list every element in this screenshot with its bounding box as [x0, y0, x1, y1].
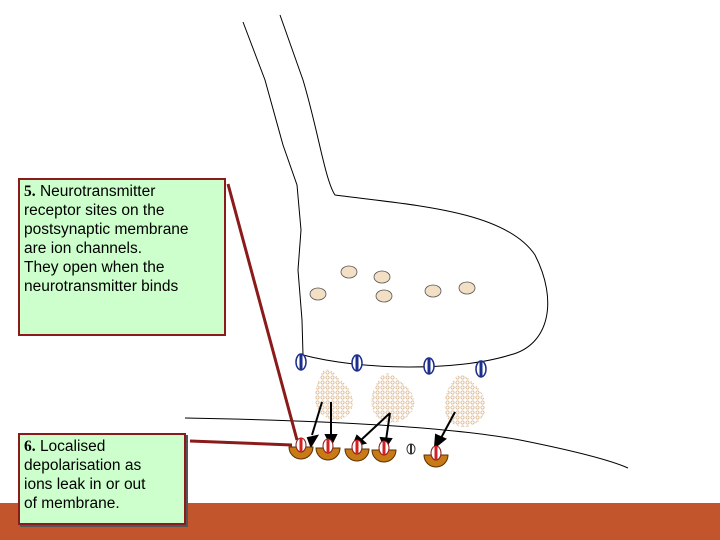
callout-number: 5. — [24, 183, 36, 200]
callout-text-line: postsynaptic membrane — [24, 221, 189, 238]
vesicle — [459, 282, 475, 294]
callout-text-line: are ion channels. — [24, 240, 142, 257]
closed-channel — [407, 444, 415, 454]
neurotransmitter-clouds — [315, 369, 486, 427]
callout-text-line: depolarisation as — [24, 457, 141, 474]
callout-number: 6. — [24, 438, 36, 455]
vesicle — [310, 288, 326, 300]
arrow-head — [435, 435, 445, 447]
receptor-channel — [424, 446, 448, 467]
presynaptic-terminal-outline — [243, 15, 548, 367]
callout-text-line: of membrane. — [24, 495, 120, 512]
callout-6-pointer — [190, 441, 292, 445]
neurotransmitter-cloud — [315, 369, 353, 420]
receptor-channel — [372, 441, 396, 462]
vesicle — [374, 271, 390, 283]
callout-text-line: They open when the — [24, 259, 164, 276]
vesicle — [376, 290, 392, 302]
ion-channel — [476, 361, 486, 377]
vesicle — [425, 285, 441, 297]
ion-channel — [424, 358, 434, 374]
callout-5-pointer — [228, 184, 297, 440]
ion-channel — [296, 354, 306, 370]
callout-receptor-sites: 5. Neurotransmitter receptor sites on th… — [18, 178, 226, 336]
callout-text-line: Localised — [40, 438, 106, 455]
synaptic-vesicles — [310, 266, 475, 302]
callout-text-line: Neurotransmitter — [40, 183, 155, 200]
neurotransmitter-cloud — [371, 374, 414, 423]
receptor-channel — [316, 439, 340, 460]
arrow-head — [308, 436, 317, 446]
callout-depolarisation: 6. Localised depolarisation as ions leak… — [18, 433, 186, 525]
callout-text-line: ions leak in or out — [24, 476, 146, 493]
callout-text-line: neurotransmitter binds — [24, 278, 178, 295]
callout-text-line: receptor sites on the — [24, 202, 164, 219]
vesicle — [341, 266, 357, 278]
ion-channel — [352, 355, 362, 371]
